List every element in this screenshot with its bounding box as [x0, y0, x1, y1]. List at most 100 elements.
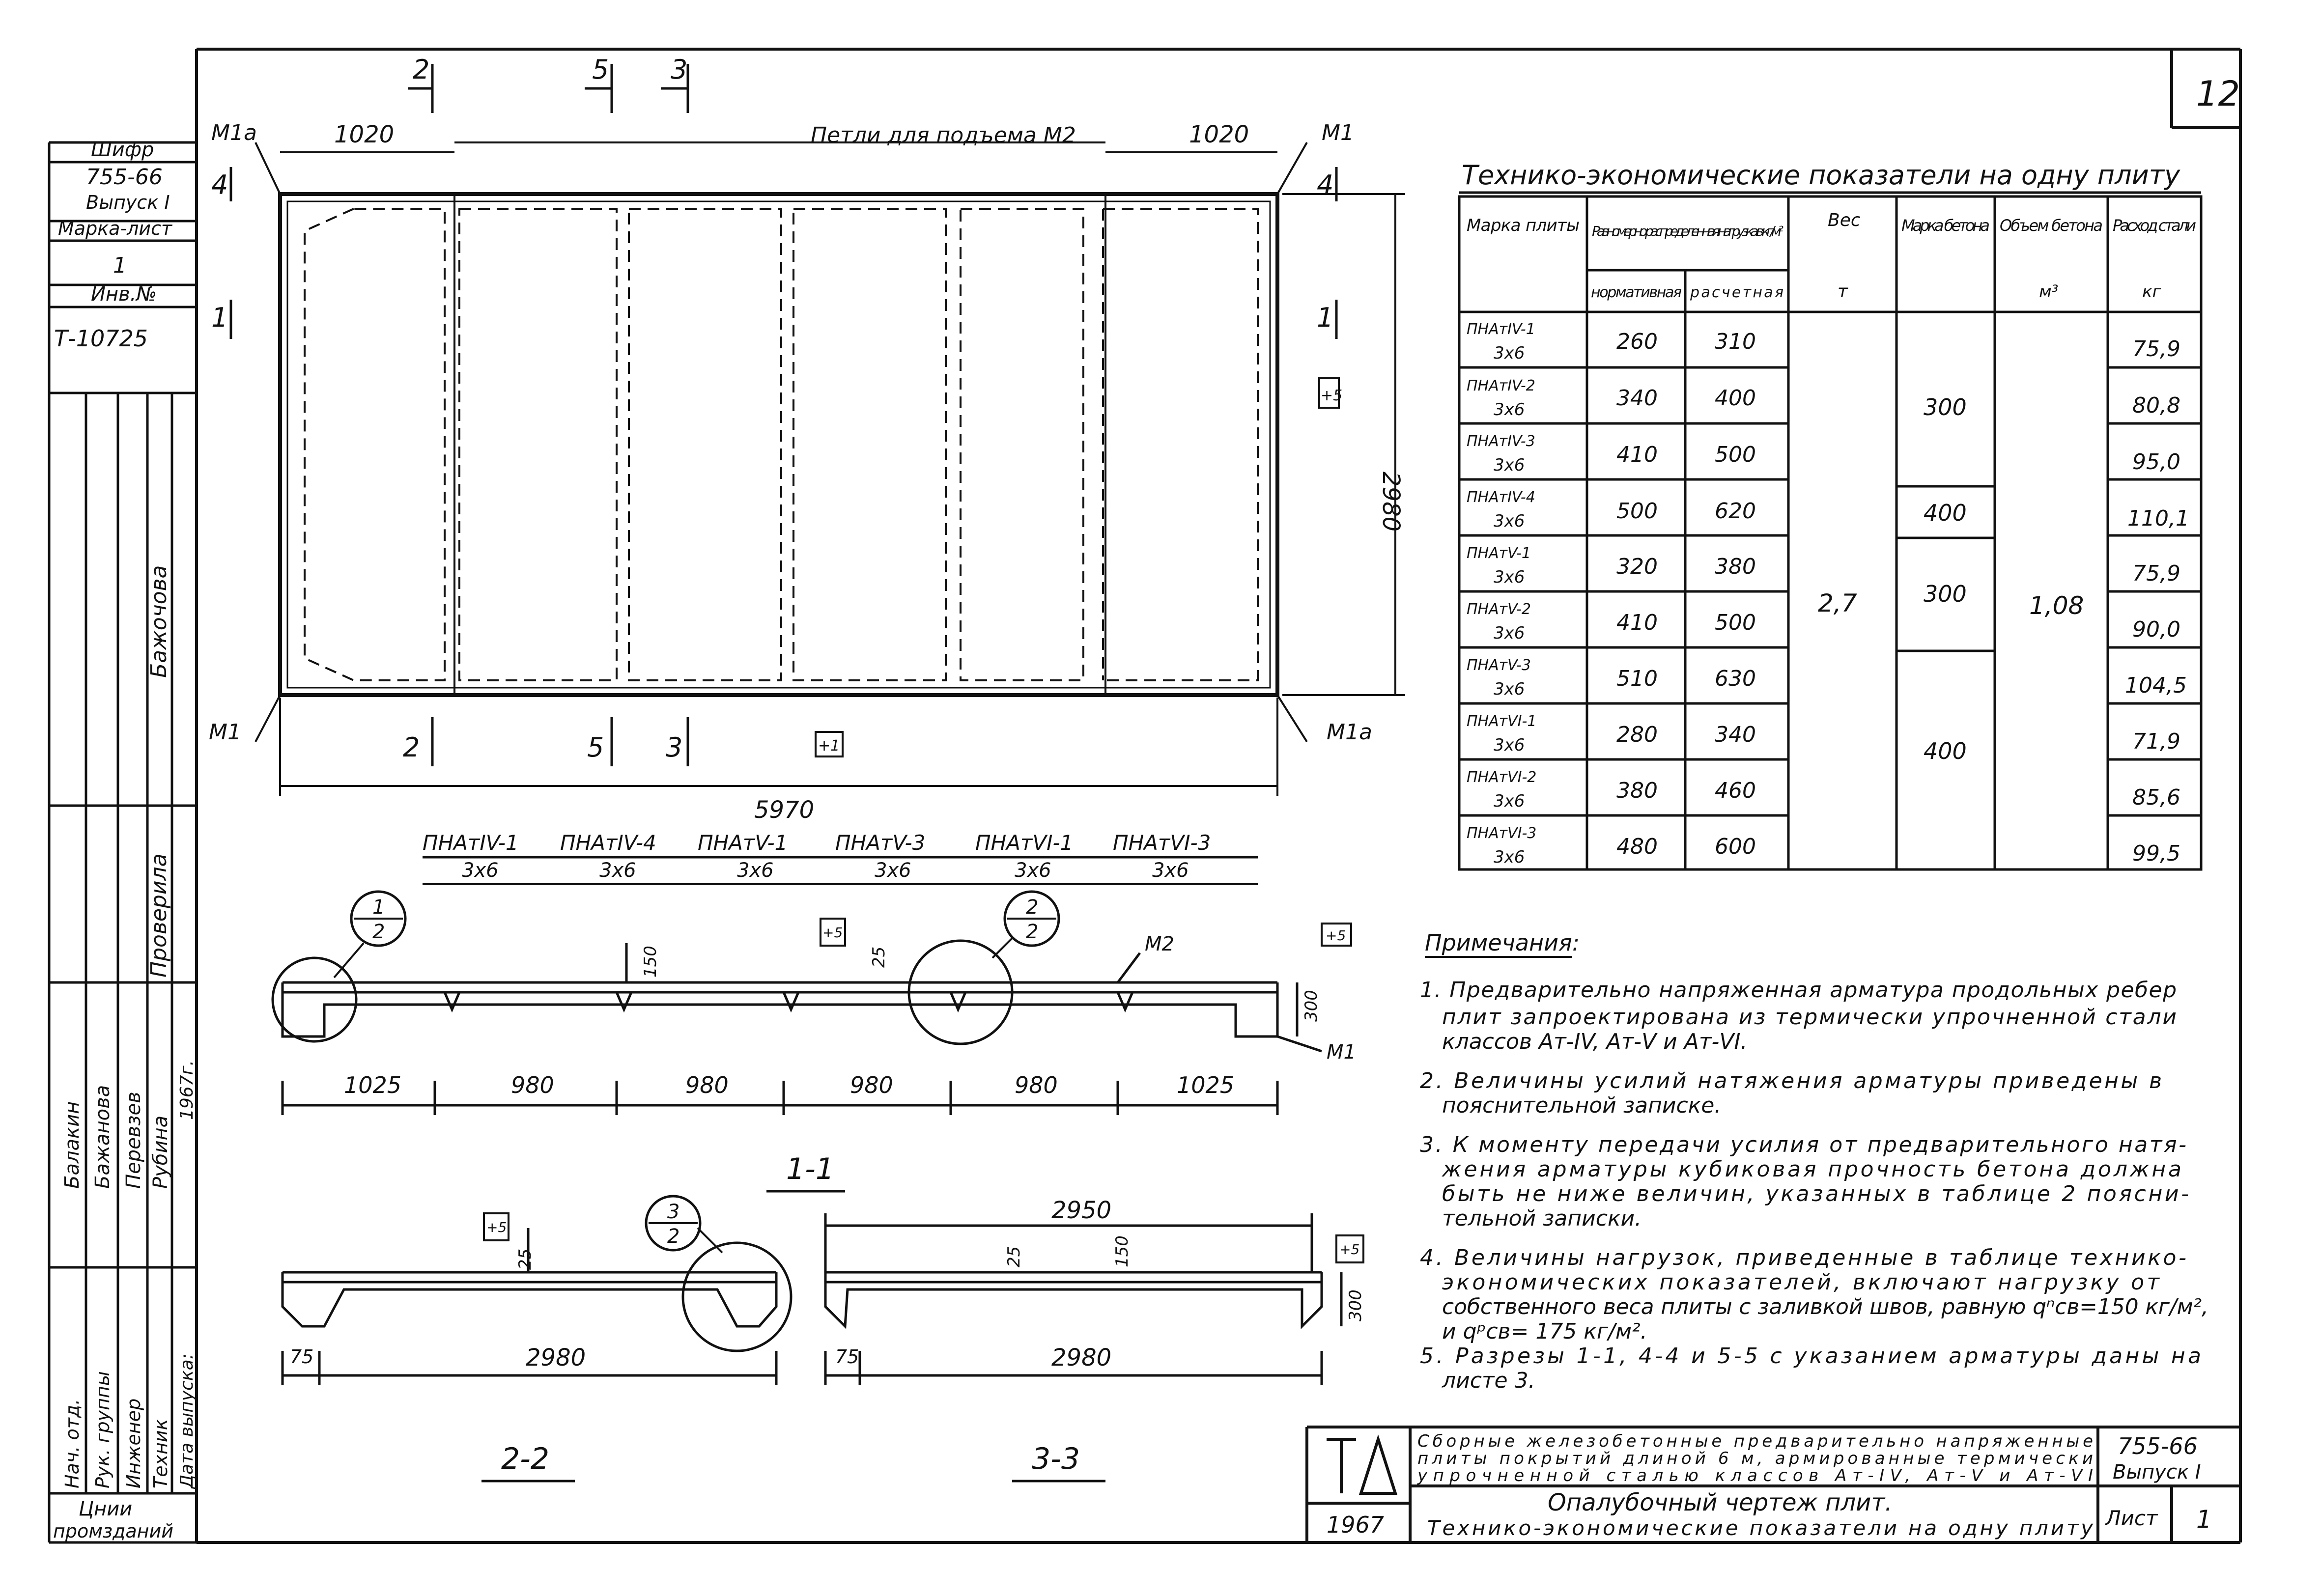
- row-0-mark: ПНАтIV-1: [1467, 321, 1535, 338]
- plan-mark-m1-top: М1: [1322, 120, 1354, 145]
- row-3-size: 3х6: [1494, 511, 1525, 531]
- row-3-mark: ПНАтIV-4: [1467, 489, 1535, 506]
- row-9-size: 3х6: [1494, 847, 1525, 867]
- row-1-steel: 80,8: [2132, 393, 2180, 418]
- row-8-mark: ПНАтVI-2: [1467, 769, 1536, 786]
- row-2-size: 3х6: [1494, 455, 1525, 475]
- mark-list-4: ПНАтVI-1: [975, 831, 1073, 855]
- row-5-mark: ПНАтV-2: [1467, 601, 1531, 618]
- row-5-steel: 90,0: [2132, 617, 2180, 642]
- person-bazhanova: Бажанова: [91, 1085, 114, 1189]
- section-2-2-title: 2-2: [501, 1442, 549, 1476]
- td-logo: [1327, 1434, 1398, 1495]
- mark-size-4: 3х6: [1015, 859, 1051, 882]
- person-perevzev: Перевзев: [122, 1092, 145, 1189]
- mark-size-2: 3х6: [737, 859, 774, 882]
- s11-height: 300: [1346, 1289, 1365, 1321]
- row-0-steel: 75,9: [2132, 336, 2180, 362]
- s22-node-top: 3: [667, 1201, 679, 1223]
- plan-dim-length: 5970: [754, 796, 814, 824]
- s11-width-top: 2950: [1051, 1197, 1111, 1224]
- table-row: ПНАтV-3 3х6 510 630 104,5: [1467, 657, 2187, 699]
- row-8-size: 3х6: [1494, 791, 1525, 811]
- section-3-3-title: 3-3: [1032, 1442, 1080, 1476]
- note-line-13: 5. Разрезы 1-1, 4-4 и 5-5 с указанием ар…: [1420, 1344, 2201, 1369]
- tech-econ-table: Технико-экономические показатели на одну…: [1458, 160, 2203, 871]
- side-stamp: Шифр 755-66 Выпуск I Марка-лист 1 Инв.№ …: [48, 139, 197, 1544]
- cell-volume-all: 1,08: [2029, 591, 2084, 620]
- row-4-calc: 380: [1715, 554, 1756, 579]
- mark-size-0: 3х6: [462, 859, 499, 882]
- mark-list-5: ПНАтVI-3: [1113, 831, 1211, 855]
- s11-rib-150: 150: [1112, 1235, 1132, 1267]
- row-0-calc: 310: [1715, 329, 1756, 354]
- section-3-3: 2950 2980 75 25 150 300 +5 3-3: [824, 1197, 1365, 1483]
- table-row: ПНАтIV-1 3х6 260 310 75,9: [1467, 321, 2180, 363]
- row-6-calc: 630: [1715, 666, 1756, 691]
- role-group: Рук. группы: [92, 1371, 113, 1488]
- th-load: Равномерно распределенная нагрузка в кг/…: [1592, 223, 1783, 239]
- table-row: ПНАтV-1 3х6 320 380 75,9: [1467, 545, 2180, 587]
- row-3-steel: 110,1: [2127, 506, 2189, 531]
- tb-code: 755-66: [2118, 1433, 2198, 1459]
- plan-outline: [278, 192, 1279, 697]
- note-line-0: 1. Предварительно напряженная арматура п…: [1420, 978, 2177, 1003]
- s22-offset: 75: [290, 1346, 313, 1368]
- note-line-8: тельной записки.: [1442, 1206, 1642, 1231]
- row-8-calc: 460: [1715, 778, 1756, 803]
- section-m2: М2: [1145, 933, 1174, 955]
- cipher-label: Шифр: [91, 139, 154, 161]
- plan-mark-m1-bottom: М1: [209, 720, 241, 745]
- row-6-mark: ПНАтV-3: [1467, 657, 1531, 674]
- section-m1: М1: [1327, 1041, 1356, 1064]
- row-2-mark: ПНАтIV-3: [1467, 433, 1535, 450]
- cut-5-top: 5: [592, 54, 609, 85]
- note-line-3: 2. Величины усилий натяжения арматуры пр…: [1420, 1068, 2162, 1093]
- row-7-norm: 280: [1616, 722, 1658, 747]
- th-steel-unit: кг: [2142, 282, 2162, 302]
- th-steel: Расход стали: [2113, 216, 2196, 235]
- section-level-mark: +5: [822, 924, 843, 941]
- plan-mark-m1a-bottom: М1а: [1327, 720, 1372, 745]
- note-line-9: 4. Величины нагрузок, приведенные в табл…: [1420, 1245, 2186, 1270]
- plan-dim-left: 1020: [334, 121, 394, 148]
- node-1-bot: 2: [372, 921, 385, 943]
- tb-sheet-title-1: Опалубочный чертеж плит.: [1548, 1489, 1893, 1516]
- notes-title: Примечания:: [1425, 929, 1580, 956]
- tb-desc-1: Сборные железобетонные предварительно на…: [1417, 1431, 2093, 1451]
- cut-1-right: 1: [1317, 302, 1333, 333]
- note-line-10: экономических показателей, включают нагр…: [1442, 1270, 2160, 1295]
- row-3-norm: 500: [1616, 499, 1658, 524]
- role-engineer: Инженер: [123, 1399, 144, 1488]
- role-head: Нач. отд.: [61, 1399, 83, 1488]
- section-longitudinal: ПНАтIV-1 ПНАтIV-4 ПНАтV-1 ПНАтV-3 ПНАтVI…: [271, 831, 1356, 1115]
- row-1-calc: 400: [1715, 386, 1756, 411]
- issue-date-label: Дата выпуска:: [177, 1353, 197, 1489]
- note-line-12: и qᵖсв= 175 кг/м².: [1442, 1319, 1647, 1344]
- span-4: 980: [1015, 1072, 1058, 1098]
- section-height-300: 300: [1302, 990, 1321, 1022]
- span-0: 1025: [344, 1072, 401, 1098]
- row-0-norm: 260: [1616, 329, 1658, 354]
- mark-size-1: 3х6: [599, 859, 636, 882]
- cut-1-left: 1: [211, 302, 228, 333]
- org-2: промзданий: [53, 1520, 173, 1542]
- row-9-calc: 600: [1715, 834, 1756, 859]
- span-1: 980: [511, 1072, 554, 1098]
- note-line-6: жения арматуры кубиковая прочность бетон…: [1442, 1157, 2181, 1182]
- cell-concrete-400-a: 400: [1924, 500, 1967, 526]
- checked-label: Проверила: [146, 853, 171, 978]
- th-concrete: Марка бетона: [1901, 216, 1990, 235]
- mark-size-3: 3х6: [875, 859, 911, 882]
- person-rubina: Рубина: [149, 1116, 172, 1189]
- plan-loops-label: Петли для подъема М2: [811, 123, 1076, 148]
- s22-rib-25: 25: [515, 1249, 535, 1270]
- note-line-14: листе 3.: [1442, 1368, 1535, 1393]
- th-weight: Вес: [1828, 210, 1861, 230]
- th-volume: Объем бетона: [2000, 216, 2103, 235]
- row-7-steel: 71,9: [2132, 729, 2180, 754]
- section-level-mark-right: +5: [1326, 927, 1346, 944]
- cut-3-bottom: 3: [666, 732, 682, 763]
- th-volume-unit: м³: [2039, 282, 2058, 302]
